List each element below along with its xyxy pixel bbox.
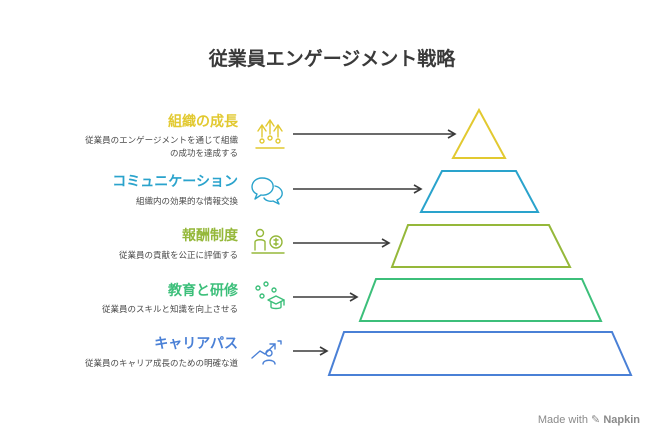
level-title-communication: コミュニケーション: [112, 174, 238, 190]
level-title-training: 教育と研修: [168, 283, 238, 299]
pyramid-level-training: [358, 278, 603, 322]
level-title-rewards: 報酬制度: [182, 228, 238, 244]
page-title: 従業員エンゲージメント戦略: [208, 48, 456, 70]
level-desc-growth: 従業員のエンゲージメントを通じて組織 の成功を達成する: [85, 136, 238, 159]
level-desc-training: 従業員のスキルと知識を向上させる: [101, 305, 238, 315]
level-desc-career: 従業員のキャリア成長のための明確な道: [84, 359, 238, 369]
pyramid-level-rewards: [390, 224, 572, 268]
pyramid-level-career: [327, 331, 633, 376]
chat-bubbles-icon: [251, 177, 283, 205]
napkin-logo-icon: ✎: [591, 414, 601, 426]
level-desc-rewards: 従業員の貢献を公正に評価する: [118, 251, 238, 261]
pyramid-level-communication: [419, 170, 540, 213]
graduation-cap-icon: [255, 281, 285, 310]
growth-arrows-icon: [255, 119, 285, 149]
level-desc-communication: 組織内の効果的な情報交換: [135, 197, 238, 207]
pyramid-level-growth: [451, 107, 507, 159]
career-climb-icon: [251, 340, 282, 365]
footer-brand: Napkin: [603, 414, 640, 426]
person-coin-icon: [251, 228, 285, 254]
level-title-growth: 組織の成長: [168, 114, 238, 130]
footer-prefix: Made with: [537, 414, 588, 426]
made-with-footer: Made with ✎ Napkin: [538, 413, 640, 426]
level-title-career: キャリアパス: [154, 336, 238, 352]
